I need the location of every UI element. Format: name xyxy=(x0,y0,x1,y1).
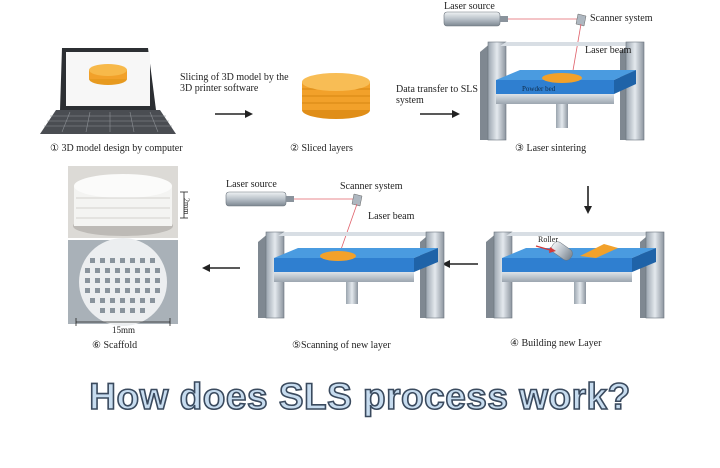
laser-beam-label: Laser beam xyxy=(585,45,632,56)
data-transfer-note: Data transfer to SLS system xyxy=(396,84,478,106)
laser-source-label: Laser source xyxy=(444,1,495,12)
scanner-system-label: Scanner system xyxy=(590,13,653,24)
scaffold-photos xyxy=(68,166,188,326)
step-4-caption: ④ Building new Layer xyxy=(510,338,602,349)
step-6-caption: ⑥ Scaffold xyxy=(92,340,138,351)
step-3-caption: ③ Laser sintering xyxy=(515,143,587,154)
step-1-caption: ① 3D model design by computer xyxy=(50,143,183,154)
scanner-system-label: Scanner system xyxy=(340,181,403,192)
scale-bottom-label: 15mm xyxy=(112,325,136,335)
laser-beam-label: Laser beam xyxy=(368,211,415,222)
sls-machine-building xyxy=(486,231,665,319)
scale-side-label: 2mm xyxy=(182,198,191,215)
step-5-caption: ⑤Scanning of new layer xyxy=(292,340,391,351)
laser-source-label: Laser source xyxy=(226,179,277,190)
page-title: How does SLS process work? xyxy=(88,375,631,418)
sls-machine-sintering xyxy=(443,11,645,141)
arrow-left-icon xyxy=(202,264,240,272)
step-2-caption: ② Sliced layers xyxy=(290,143,353,154)
arrow-left-icon xyxy=(442,260,478,268)
laptop-icon xyxy=(40,48,176,134)
powder-bed-label: Powder bed xyxy=(522,85,556,93)
sls-machine-scanning xyxy=(225,191,445,319)
arrow-down-icon xyxy=(584,186,592,214)
arrow-right-icon xyxy=(215,110,253,118)
roller-label: Roller xyxy=(538,235,558,244)
arrow-right-icon xyxy=(420,110,460,118)
slicing-note: Slicing of 3D model by the 3D printer so… xyxy=(180,72,289,94)
sliced-layers-icon xyxy=(302,73,370,119)
